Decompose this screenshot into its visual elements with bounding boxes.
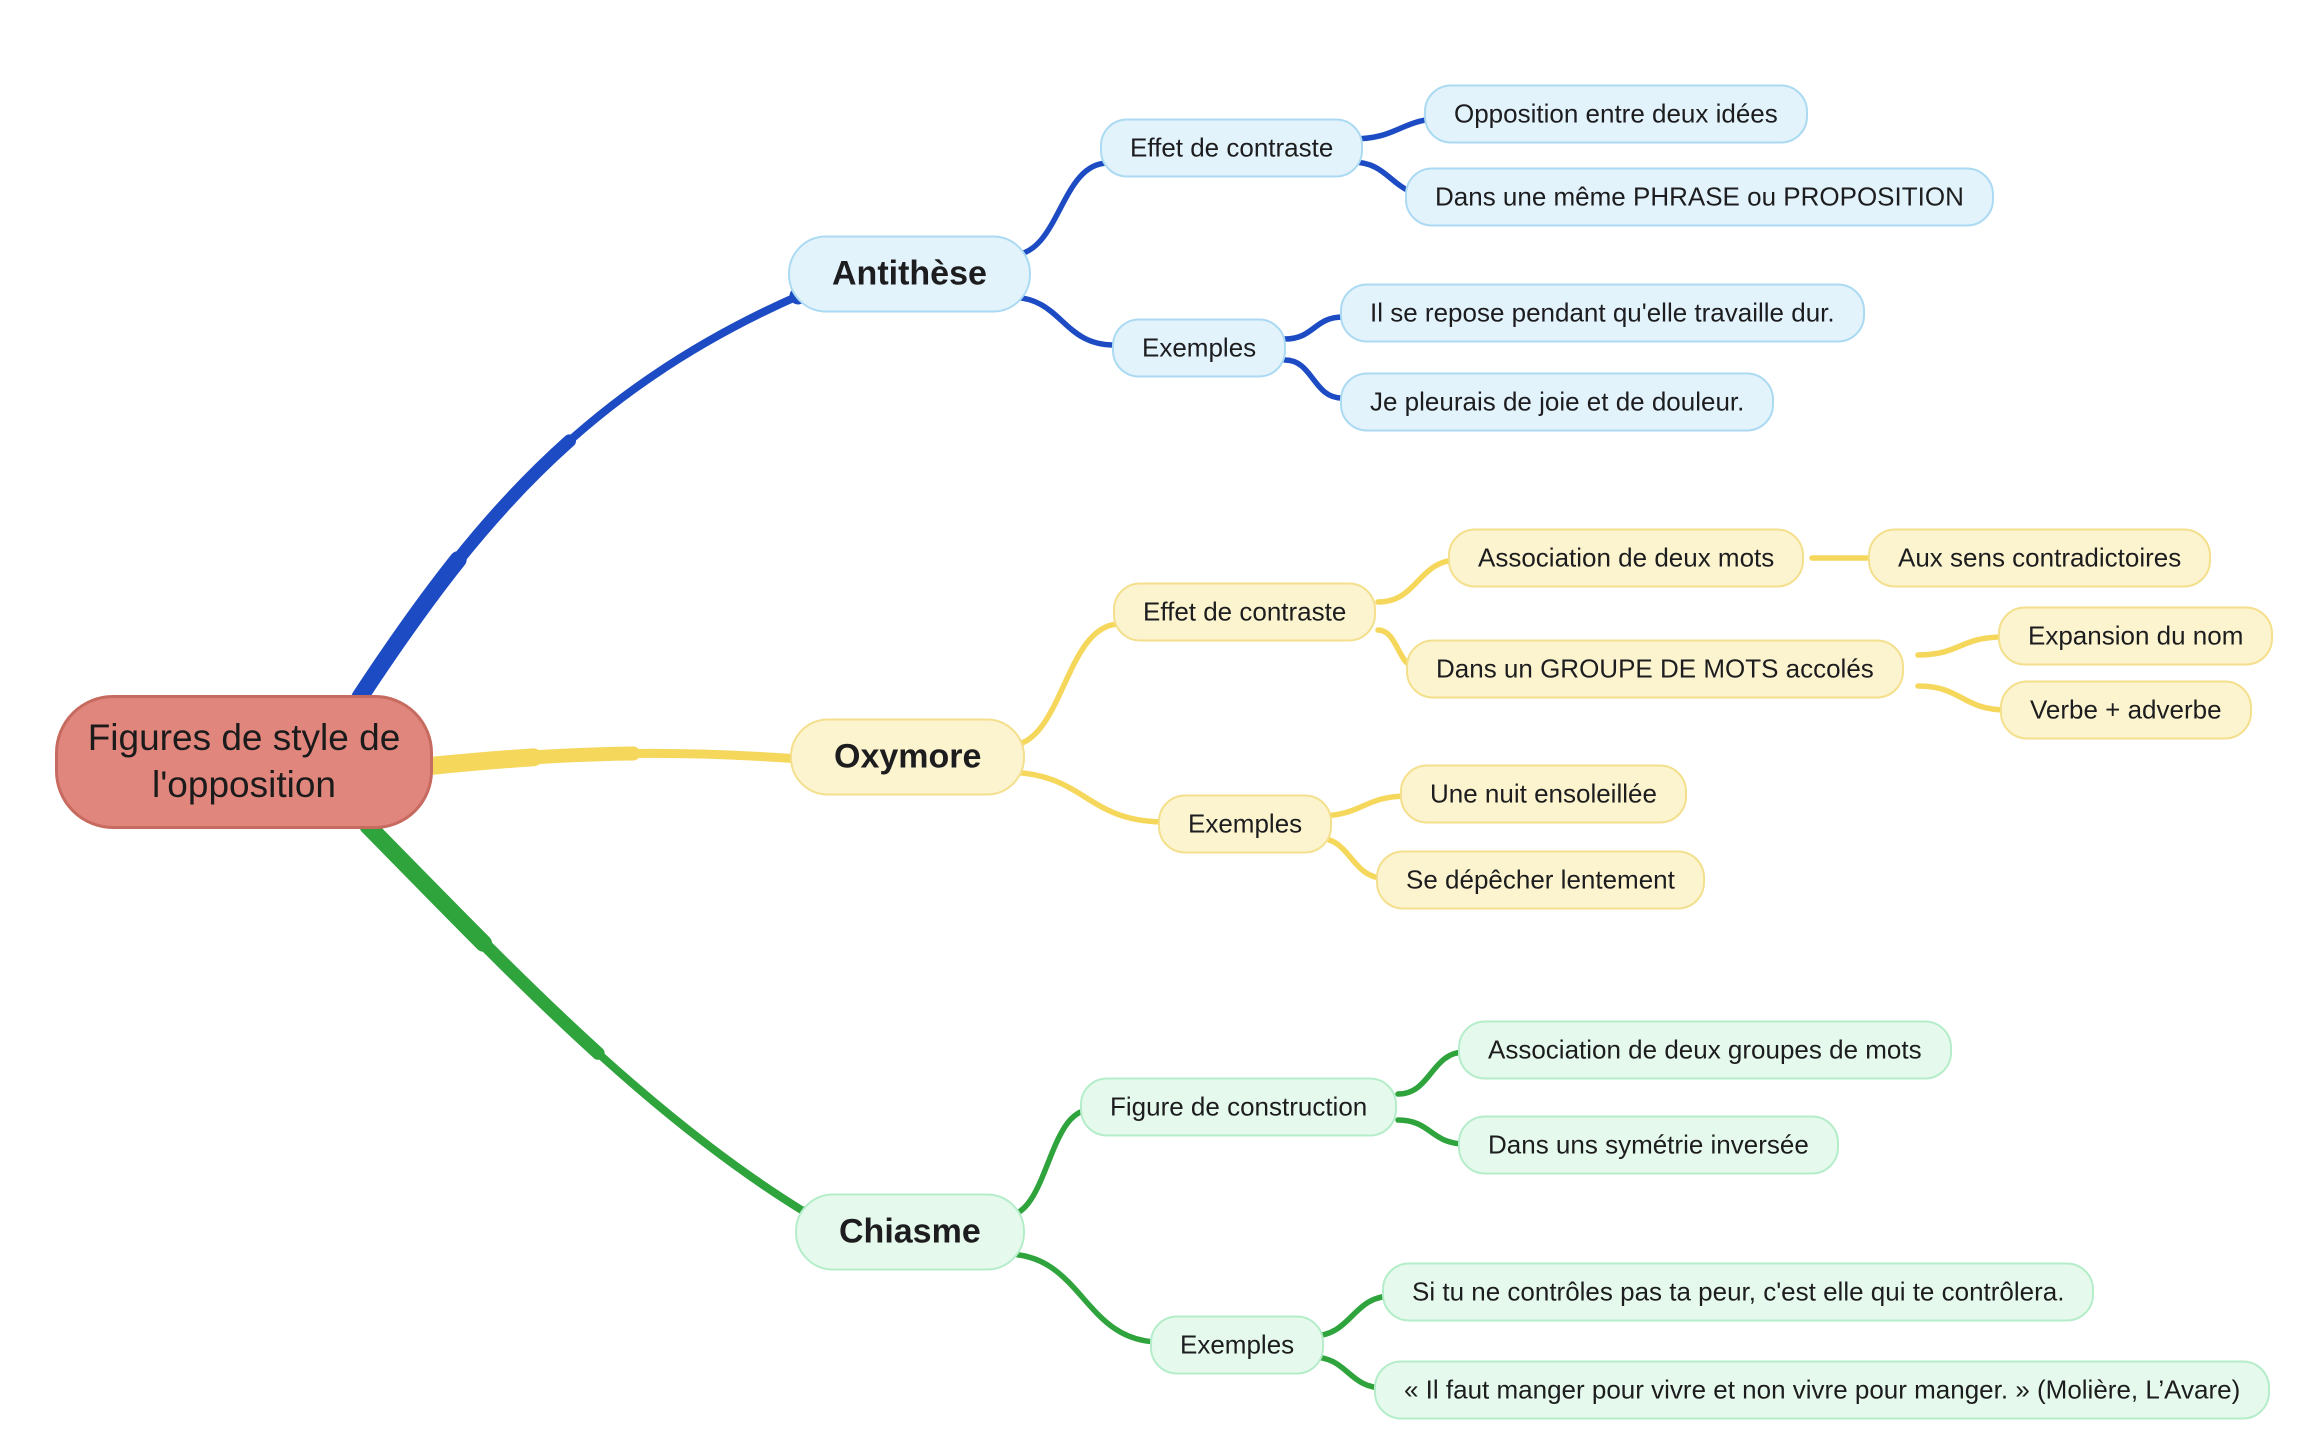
node-dans-une-meme-phrase[interactable]: Dans une même PHRASE ou PROPOSITION bbox=[1405, 167, 1994, 227]
node-je-pleurais[interactable]: Je pleurais de joie et de douleur. bbox=[1340, 372, 1775, 432]
edge-exemples-pleurais bbox=[1282, 357, 1345, 401]
node-exemples-chiasme[interactable]: Exemples bbox=[1150, 1315, 1325, 1375]
edge-oxymore-effet bbox=[1005, 621, 1123, 749]
edge-exemples-manger bbox=[1309, 1354, 1387, 1391]
edge-effet-association bbox=[1375, 557, 1461, 605]
edge-oxymore-exemples bbox=[1002, 769, 1168, 825]
node-root[interactable]: Figures de style de l'opposition bbox=[55, 695, 433, 829]
edge-exemples-repose bbox=[1282, 314, 1346, 342]
node-il-se-repose[interactable]: Il se repose pendant qu'elle travaille d… bbox=[1340, 283, 1865, 343]
node-une-nuit-ensoleillee[interactable]: Une nuit ensoleillée bbox=[1400, 764, 1687, 824]
node-aux-sens-contradictoires[interactable]: Aux sens contradictoires bbox=[1868, 528, 2212, 588]
edge-root-chiasme bbox=[359, 817, 817, 1223]
node-groupe-de-mots-accoles[interactable]: Dans un GROUPE DE MOTS accolés bbox=[1406, 639, 1904, 699]
edge-chiasme-exemples bbox=[1003, 1251, 1163, 1345]
node-symetrie-inversee[interactable]: Dans uns symétrie inversée bbox=[1458, 1115, 1839, 1175]
edge-root-antithese bbox=[351, 287, 807, 706]
node-se-depecher-lentement[interactable]: Se dépêcher lentement bbox=[1376, 850, 1705, 910]
edge-groupe-expansion bbox=[1915, 634, 2006, 658]
node-chiasme[interactable]: Chiasme bbox=[795, 1193, 1025, 1271]
node-verbe-adverbe[interactable]: Verbe + adverbe bbox=[2000, 680, 2252, 740]
edge-antithese-exemples bbox=[1007, 294, 1117, 348]
edge-exemples-controles bbox=[1309, 1293, 1395, 1339]
node-antithese[interactable]: Antithèse bbox=[788, 235, 1031, 313]
node-opposition-entre-deux-idees[interactable]: Opposition entre deux idées bbox=[1424, 84, 1808, 144]
edge-groupe-verbe bbox=[1915, 683, 2010, 713]
node-si-tu-ne-controles[interactable]: Si tu ne contrôles pas ta peur, c'est el… bbox=[1382, 1262, 2095, 1322]
node-expansion-du-nom[interactable]: Expansion du nom bbox=[1998, 606, 2274, 666]
node-exemples-oxymore[interactable]: Exemples bbox=[1158, 794, 1333, 854]
node-association-groupes-mots[interactable]: Association de deux groupes de mots bbox=[1458, 1020, 1952, 1080]
edge-exemples-nuit bbox=[1315, 793, 1411, 819]
node-il-faut-manger[interactable]: « Il faut manger pour vivre et non vivre… bbox=[1374, 1360, 2271, 1420]
edge-chiasme-figure bbox=[1003, 1107, 1093, 1219]
node-effet-de-contraste-oxymore[interactable]: Effet de contraste bbox=[1113, 582, 1377, 642]
edge-root-oxymore bbox=[421, 744, 809, 775]
node-exemples-antithese[interactable]: Exemples bbox=[1112, 318, 1287, 378]
edge-exemples-depecher bbox=[1315, 835, 1387, 881]
edge-figure-symetrie bbox=[1395, 1117, 1468, 1147]
node-oxymore[interactable]: Oxymore bbox=[790, 718, 1026, 796]
node-figure-de-construction[interactable]: Figure de construction bbox=[1080, 1077, 1398, 1137]
node-association-de-deux-mots[interactable]: Association de deux mots bbox=[1448, 528, 1805, 588]
edge-antithese-effet bbox=[1009, 160, 1111, 258]
edge-figure-association bbox=[1395, 1049, 1468, 1097]
node-effet-de-contraste-antithese[interactable]: Effet de contraste bbox=[1100, 118, 1364, 178]
